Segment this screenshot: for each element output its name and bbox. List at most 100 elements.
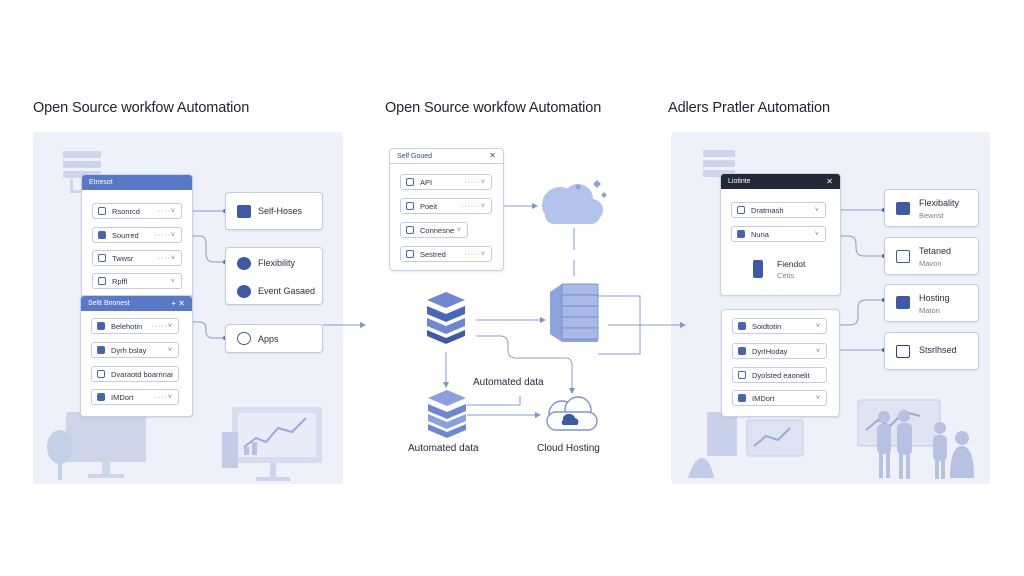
row-label: API — [420, 177, 433, 187]
feature-hosting[interactable]: Hosting Maton — [884, 284, 979, 322]
dropdown-row[interactable]: IMDort ····˅ — [91, 389, 179, 405]
row-label: Poeit — [420, 201, 438, 211]
dropdown-row[interactable]: Sestred ·····˅ — [400, 246, 492, 262]
chevron-down-icon: ˅ — [456, 226, 462, 234]
chevron-down-icon: ˅ — [814, 206, 820, 214]
close-icon[interactable]: ✕ — [826, 176, 833, 186]
feature-sublabel: Maton — [919, 306, 940, 315]
dropdown-row[interactable]: Belehotin ·····˅ — [91, 318, 179, 334]
feature-apps[interactable]: Apps — [225, 324, 323, 353]
left-settings-card-header: Etnesot — [82, 175, 192, 190]
feature-label: Flexibality — [919, 198, 960, 208]
dropdown-row[interactable]: DyrIHoday ˅ — [732, 343, 827, 359]
feature-self-hosted-right[interactable]: Stsrlhsed — [884, 332, 979, 370]
card-title: Self Goued — [397, 152, 433, 160]
feature-label: Flexibility — [258, 258, 296, 268]
crossed-tools-icon — [737, 230, 745, 238]
apps-icon — [237, 332, 251, 345]
import-icon — [97, 393, 105, 401]
dropdown-row[interactable]: Connesne ˅ — [400, 222, 468, 238]
chevron-down-icon: ˅ — [815, 394, 821, 402]
server-icon — [896, 296, 910, 309]
feature-flexibality[interactable]: Flexibality Bewnst — [884, 189, 979, 227]
feature-label: Tetaned — [919, 246, 952, 256]
dropdown-row[interactable]: Sourred ·····˅ — [92, 227, 182, 243]
feature-flexibility[interactable]: Flexibility Event Gasaed — [225, 247, 323, 305]
feature-label: Apps — [258, 334, 279, 344]
chevron-down-icon: ·····˅ — [151, 322, 173, 330]
chevron-down-icon: ·····˅ — [154, 231, 176, 239]
dropdown-row[interactable]: Dratmash ˅ — [731, 202, 826, 218]
dropdown-row[interactable]: Dvaraotd boarrinarh — [91, 366, 179, 382]
right-panel-title: Adlers Pratler Automation — [668, 100, 830, 116]
middle-panel-title: Open Source workfow Automation — [385, 100, 602, 116]
server-icon — [237, 205, 251, 218]
list-icon — [896, 250, 910, 263]
dropdown-row[interactable]: Twwsr ····˅ — [92, 250, 182, 266]
database-stack-icon — [427, 292, 465, 344]
server-rack-icon — [550, 283, 599, 342]
chevron-down-icon: ˅ — [170, 277, 176, 285]
dropdown-row[interactable]: API ·····˅ — [400, 174, 492, 190]
dashboard-icon — [97, 370, 105, 378]
grid-icon — [97, 322, 105, 330]
row-label: IMDort — [752, 393, 775, 403]
close-icon[interactable]: + ✕ — [171, 298, 185, 308]
close-icon[interactable]: ✕ — [489, 151, 496, 160]
row-label: Connesne — [420, 225, 455, 235]
left-nodes-card-header: Seltt Bnonest + ✕ — [81, 296, 192, 311]
cloud-hosting-icon — [546, 396, 598, 431]
hex-icon — [738, 322, 746, 330]
row-label: Belehotin — [111, 321, 143, 331]
settings-icon — [406, 250, 414, 258]
row-label: Dvaraotd boarrinarh — [111, 369, 173, 379]
card-title: Liotinte — [728, 178, 751, 185]
left-settings-card: Etnesot Rsonrcd ····˅ Sourred ·····˅ Tww… — [81, 174, 193, 298]
right-integrations-card-header: Liotinte ✕ — [721, 174, 840, 189]
row-label: Dyolsted eaonelit — [752, 370, 810, 380]
warning-icon — [97, 346, 105, 354]
import-icon — [738, 394, 746, 402]
api-icon — [406, 178, 414, 186]
row-label: Dyrh bslay — [111, 345, 147, 355]
right-integrations-card: Liotinte ✕ Dratmash ˅ Nuna ˅ Fiendot Cet… — [720, 173, 841, 296]
row-label: IMDort — [111, 392, 134, 402]
chevron-down-icon: ·····˅ — [464, 178, 486, 186]
dropdown-row[interactable]: Nuna ˅ — [731, 226, 826, 242]
row-label: Dratmash — [751, 205, 784, 215]
feature-sublabel: Bewnst — [919, 211, 944, 220]
connection-icon — [406, 226, 414, 234]
row-label: Nuna — [751, 229, 769, 239]
row-label: Rpffl — [112, 276, 128, 286]
dropdown-row[interactable]: Dyrh bslay ˅ — [91, 342, 179, 358]
left-nodes-card: Seltt Bnonest + ✕ Belehotin ·····˅ Dyrh … — [80, 295, 193, 417]
row-label: Rsonrcd — [112, 206, 140, 216]
friend-label: Fiendot — [777, 259, 806, 269]
feature-self-hosted[interactable]: Self-Hoses — [225, 192, 323, 230]
chevron-down-icon: ····˅ — [154, 393, 173, 401]
terminal-icon — [896, 345, 910, 358]
dropdown-row[interactable]: Poeit ······˅ — [400, 198, 492, 214]
dropdown-row[interactable]: Rsonrcd ····˅ — [92, 203, 182, 219]
feature-label: Stsrlhsed — [919, 345, 957, 355]
row-label: Soidtotin — [752, 321, 782, 331]
right-nodes-card: Soidtotin ˅ DyrIHoday ˅ Dyolsted eaoneli… — [721, 309, 840, 417]
feature-tetaned[interactable]: Tetaned Mavon — [884, 237, 979, 275]
row-label: Sestred — [420, 249, 446, 259]
chevron-down-icon: ˅ — [167, 346, 173, 354]
dropdown-row[interactable]: IMDort ˅ — [732, 390, 827, 406]
card-title: Etnesot — [89, 179, 113, 186]
feature-label: Event Gasaed — [258, 286, 316, 296]
chevron-down-icon: ·····˅ — [464, 250, 486, 258]
chevron-down-icon: ˅ — [815, 322, 821, 330]
automated-data-label: Automated data — [473, 377, 544, 388]
warning-icon — [738, 347, 746, 355]
dropdown-row[interactable]: Rpffl ˅ — [92, 273, 182, 289]
dropdown-row[interactable]: Soidtotin ˅ — [732, 318, 827, 334]
left-panel-title: Open Source workfow Automation — [33, 100, 250, 116]
mobile-device-icon — [753, 260, 763, 278]
chevron-down-icon: ····˅ — [157, 254, 176, 262]
dropdown-row[interactable]: Dyolsted eaonelit — [732, 367, 827, 383]
cloud-hosting-caption: Cloud Hosting — [537, 443, 600, 454]
feature-label: Hosting — [919, 293, 950, 303]
